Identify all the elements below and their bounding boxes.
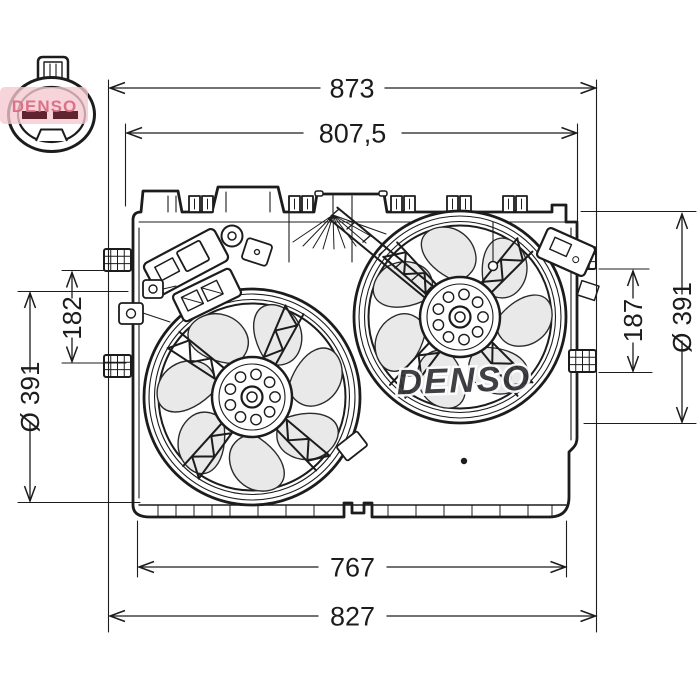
dim-label-right-span: 187 xyxy=(618,299,648,342)
dim-label-left-span: 182 xyxy=(57,296,87,339)
right-fan-hub xyxy=(418,275,502,359)
connector-icon: DENSO xyxy=(0,55,96,153)
left-fan xyxy=(142,287,362,507)
dim-label-right-fan-diameter: Ø 391 xyxy=(667,282,697,353)
motor-controller xyxy=(118,227,243,325)
dim-label-bottom-inner: 767 xyxy=(330,553,375,583)
shroud-details xyxy=(118,193,600,465)
denso-logo-text: DENSO xyxy=(12,97,77,116)
mount-pin-right-bottom xyxy=(568,349,597,373)
right-bracket xyxy=(535,226,597,278)
dim-label-left-fan-diameter: Ø 391 xyxy=(15,362,45,433)
dimension-annotations: 873 807,5 767 827 182 Ø 391 187 Ø 391 xyxy=(15,74,697,633)
dim-label-top-outer: 873 xyxy=(329,74,374,104)
left-fan-hub xyxy=(210,355,294,439)
dim-label-top-inner: 807,5 xyxy=(319,119,387,149)
connector-terminals xyxy=(22,111,78,119)
denso-watermark: DENSO xyxy=(396,359,532,403)
drain-hole xyxy=(460,457,468,465)
dim-label-bottom-outer: 827 xyxy=(330,602,375,632)
